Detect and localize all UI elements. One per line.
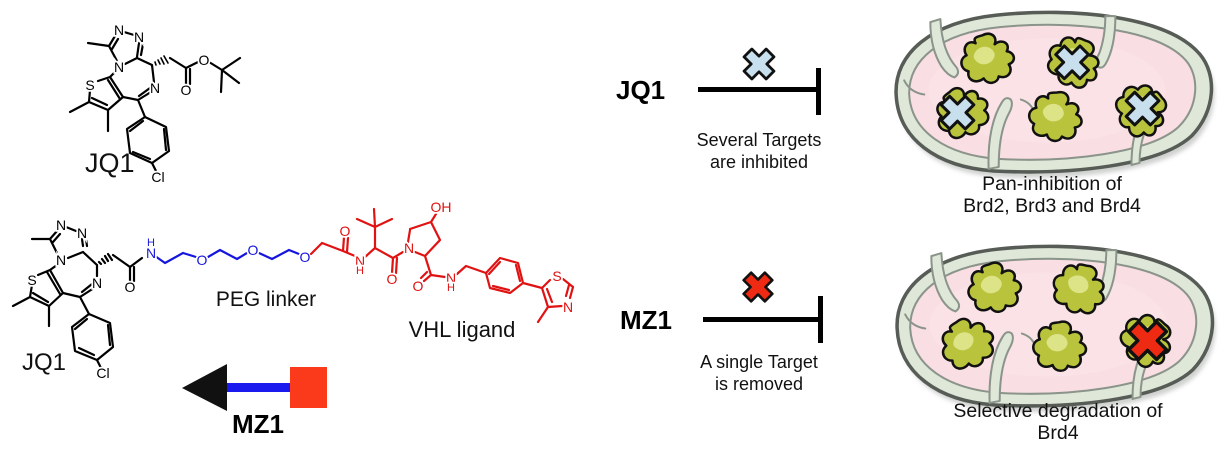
atom-o-label: O (413, 278, 424, 294)
atom-cl-label: Cl (151, 169, 164, 185)
phenyl-ring (70, 312, 115, 362)
inhibition-tbar (816, 68, 821, 115)
phenyl-ring (125, 115, 171, 165)
inhibition-tbar (818, 296, 823, 343)
atom-o-label: O (197, 252, 208, 268)
mz1-peg-bonds (153, 248, 301, 265)
phenyl-double-bonds (73, 317, 112, 357)
atom-n-label: N (77, 225, 87, 241)
mz1-vhl-bonds (309, 207, 575, 324)
caption-line: is removed (714, 374, 804, 394)
bond-lines (309, 207, 575, 324)
atom-n-label: N (404, 240, 414, 256)
atom-cl-label: Cl (96, 365, 109, 381)
bond-lines (153, 248, 301, 265)
vhl-ligand-label: VHL ligand (408, 317, 516, 342)
mz1-arrow-label: MZ1 (232, 409, 284, 439)
top-cell-caption: Pan-inhibition of Brd2, Brd3 and Brd4 (942, 173, 1162, 217)
mz1-jq1-bonds (11, 225, 144, 370)
atom-n-label: N (446, 270, 456, 286)
atom-n-label: N (92, 275, 102, 291)
caption-line: Brd2, Brd3 and Brd4 (963, 195, 1141, 217)
red-cross-icon (735, 264, 781, 310)
atom-n-label: N (56, 252, 66, 268)
phenyl-double-bonds (128, 119, 168, 161)
inhibition-line (698, 87, 821, 92)
jq1-atom-labels: N N N N S O O Cl (84, 20, 212, 187)
caption-line: are inhibited (709, 152, 809, 172)
jq1-structure-drawing: N N N N S O O Cl (68, 20, 242, 187)
jq1-row-name: JQ1 (616, 75, 666, 105)
mz1-jq1-atom-labels: N N N N S O Cl (26, 215, 138, 383)
caption-line: Selective degradation of (953, 400, 1163, 422)
atom-h-label: H (147, 237, 155, 249)
mz1-row-caption: A single Target is removed (674, 351, 844, 395)
bond-lines (11, 225, 144, 370)
mz1-jq1-part-label: JQ1 (22, 349, 67, 376)
phenyl-double-bonds (487, 260, 522, 292)
atom-s-label: S (85, 77, 94, 93)
atom-o-label: O (199, 52, 210, 68)
atom-oh-label: OH (431, 199, 452, 215)
jq1-bonds (68, 30, 242, 173)
mz1-structure-drawing: N N N N S O Cl H N O O O O N H O (11, 197, 575, 383)
atom-o-label: O (340, 223, 351, 239)
ligand-square-icon (290, 367, 327, 408)
atom-n-label: N (114, 59, 124, 75)
atom-o-label: O (125, 279, 136, 295)
cell-illustration-degradation (879, 236, 1221, 412)
atom-s-label: S (27, 272, 36, 288)
phenyl-ring (484, 256, 525, 295)
mz1-row-name: MZ1 (620, 305, 672, 335)
atom-h-label: H (356, 265, 364, 277)
atom-o-label: O (181, 82, 192, 98)
atom-n-label: N (134, 29, 144, 45)
arrowhead-left-icon (182, 364, 227, 411)
atom-o-label: O (248, 242, 259, 258)
linker-bar-icon (225, 383, 293, 392)
bottom-cell-caption: Selective degradation of Brd4 (908, 400, 1208, 444)
atom-h-label: H (447, 282, 455, 294)
caption-line: A single Target (700, 352, 818, 372)
mz1-schematic-arrow (182, 364, 327, 411)
atom-n-label: N (114, 22, 124, 38)
atom-s-label: S (552, 268, 561, 284)
caption-line: Pan-inhibition of (982, 173, 1122, 195)
atom-o-label: O (387, 271, 398, 287)
peg-linker-label: PEG linker (215, 288, 317, 311)
bond-lines (68, 30, 242, 173)
atom-n-label: N (355, 253, 365, 269)
stereo-hash-wedge (154, 55, 169, 66)
jq1-structure-label: JQ1 (85, 148, 135, 178)
cell-illustration-inhibition (878, 2, 1220, 178)
atom-o-label: O (300, 249, 311, 265)
caption-line: Several Targets (696, 130, 822, 150)
jq1-row-caption: Several Targets are inhibited (674, 129, 844, 173)
caption-line: Brd4 (1037, 422, 1079, 444)
mz1-peg-atom-labels: H N O O O (144, 235, 312, 270)
atom-n-label: N (563, 299, 573, 315)
blue-cross-icon (735, 40, 783, 88)
atom-n-label: N (56, 217, 66, 233)
inhibition-line (703, 317, 821, 322)
atom-n-label: N (150, 80, 160, 96)
mz1-vhl-atom-labels: O N H O N OH O N H S N (338, 197, 575, 317)
atom-n-label: N (146, 245, 156, 261)
